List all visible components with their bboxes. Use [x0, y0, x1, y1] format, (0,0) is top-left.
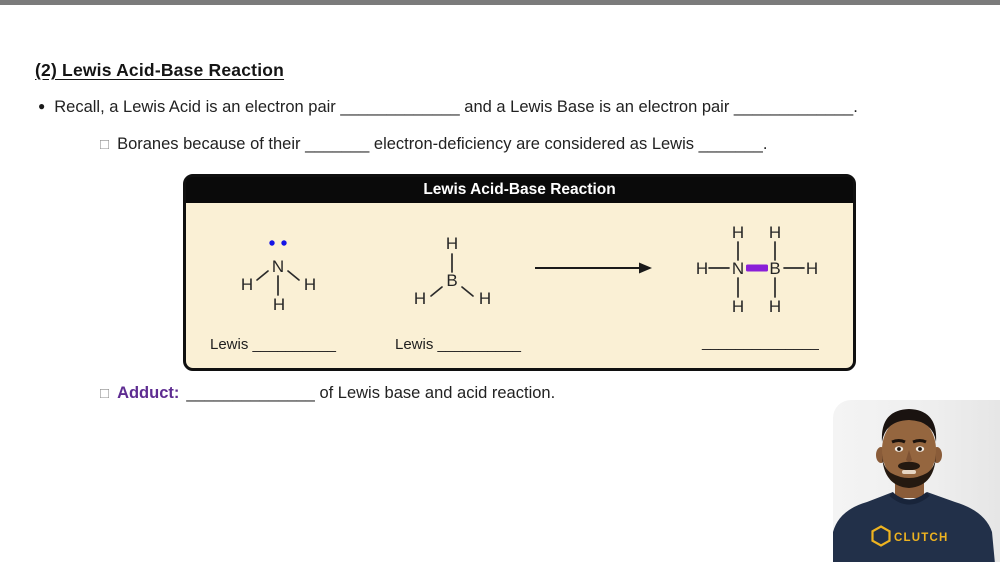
- smile: [902, 470, 916, 474]
- lewis-blank-label: Lewis __________: [210, 336, 337, 353]
- atom-hydrogen: H: [769, 223, 781, 242]
- instructor-illustration: CLUTCH: [833, 409, 995, 562]
- boranes-text: Boranes because of their _______ electro…: [117, 135, 768, 153]
- clutch-hexagon-icon: [871, 525, 891, 547]
- eyebrow: [912, 439, 927, 444]
- page-title: (2) Lewis Acid-Base Reaction: [35, 60, 285, 80]
- bond: [461, 286, 474, 297]
- shirt: [833, 492, 995, 562]
- atom-nitrogen: N: [732, 259, 744, 278]
- ammonia-molecule: N H H H Lewis __________: [210, 240, 337, 353]
- product-blank: ______________: [701, 334, 819, 351]
- figure-body: N H H H Lewis __________ H B H H Lewis _…: [186, 203, 853, 368]
- nose: [906, 450, 912, 462]
- reaction-diagram: N H H H Lewis __________ H B H H Lewis _…: [210, 223, 820, 353]
- hair: [881, 409, 937, 442]
- dative-bond: [746, 264, 768, 272]
- atom-hydrogen: H: [304, 275, 316, 294]
- eyebrow: [891, 439, 906, 444]
- atom-hydrogen: H: [241, 275, 253, 294]
- boranes-line: □ Boranes because of their _______ electr…: [100, 135, 767, 154]
- bond: [287, 270, 300, 281]
- adduct-line: □ Adduct: ______________ of Lewis base and…: [100, 384, 555, 403]
- lone-pair-dot-icon: [269, 240, 275, 246]
- atom-boron: B: [446, 271, 457, 290]
- adduct-molecule: H N B H H H H H ______________: [696, 223, 820, 351]
- figure-box: Lewis Acid-Base Reaction N H H H Lewis _…: [183, 174, 856, 371]
- atom-hydrogen: H: [769, 297, 781, 316]
- atom-nitrogen: N: [272, 257, 284, 276]
- bond: [256, 270, 269, 281]
- shirt-brand-text: CLUTCH: [894, 532, 948, 544]
- collar: [889, 492, 930, 505]
- reaction-arrow-icon: [535, 262, 652, 274]
- atom-boron: B: [769, 259, 780, 278]
- atom-hydrogen: H: [806, 259, 818, 278]
- atom-hydrogen: H: [273, 295, 285, 314]
- bond: [430, 286, 443, 297]
- adduct-text: ______________ of Lewis base and acid re…: [186, 384, 556, 402]
- pupil: [918, 447, 922, 451]
- recall-text: Recall, a Lewis Acid is an electron pair…: [54, 98, 858, 116]
- bullet-dot-icon: ●: [38, 99, 46, 113]
- atom-hydrogen: H: [446, 234, 458, 253]
- atom-hydrogen: H: [696, 259, 708, 278]
- pupil: [897, 447, 901, 451]
- borane-molecule: H B H H Lewis __________: [395, 234, 522, 353]
- top-bar: [0, 0, 1000, 5]
- atom-hydrogen: H: [732, 297, 744, 316]
- atom-hydrogen: H: [479, 289, 491, 308]
- atom-hydrogen: H: [732, 223, 744, 242]
- recall-line: ● Recall, a Lewis Acid is an electron pai…: [38, 98, 858, 117]
- lewis-blank-label: Lewis __________: [395, 336, 522, 353]
- mustache: [898, 461, 920, 471]
- atom-hydrogen: H: [414, 289, 426, 308]
- square-bullet-icon: □: [100, 136, 110, 153]
- adduct-term: Adduct:: [117, 384, 180, 402]
- beard: [882, 452, 936, 488]
- instructor-webcam: CLUTCH: [833, 400, 1000, 562]
- figure-title: Lewis Acid-Base Reaction: [186, 177, 853, 203]
- square-bullet-icon: □: [100, 385, 110, 402]
- lone-pair-dot-icon: [281, 240, 287, 246]
